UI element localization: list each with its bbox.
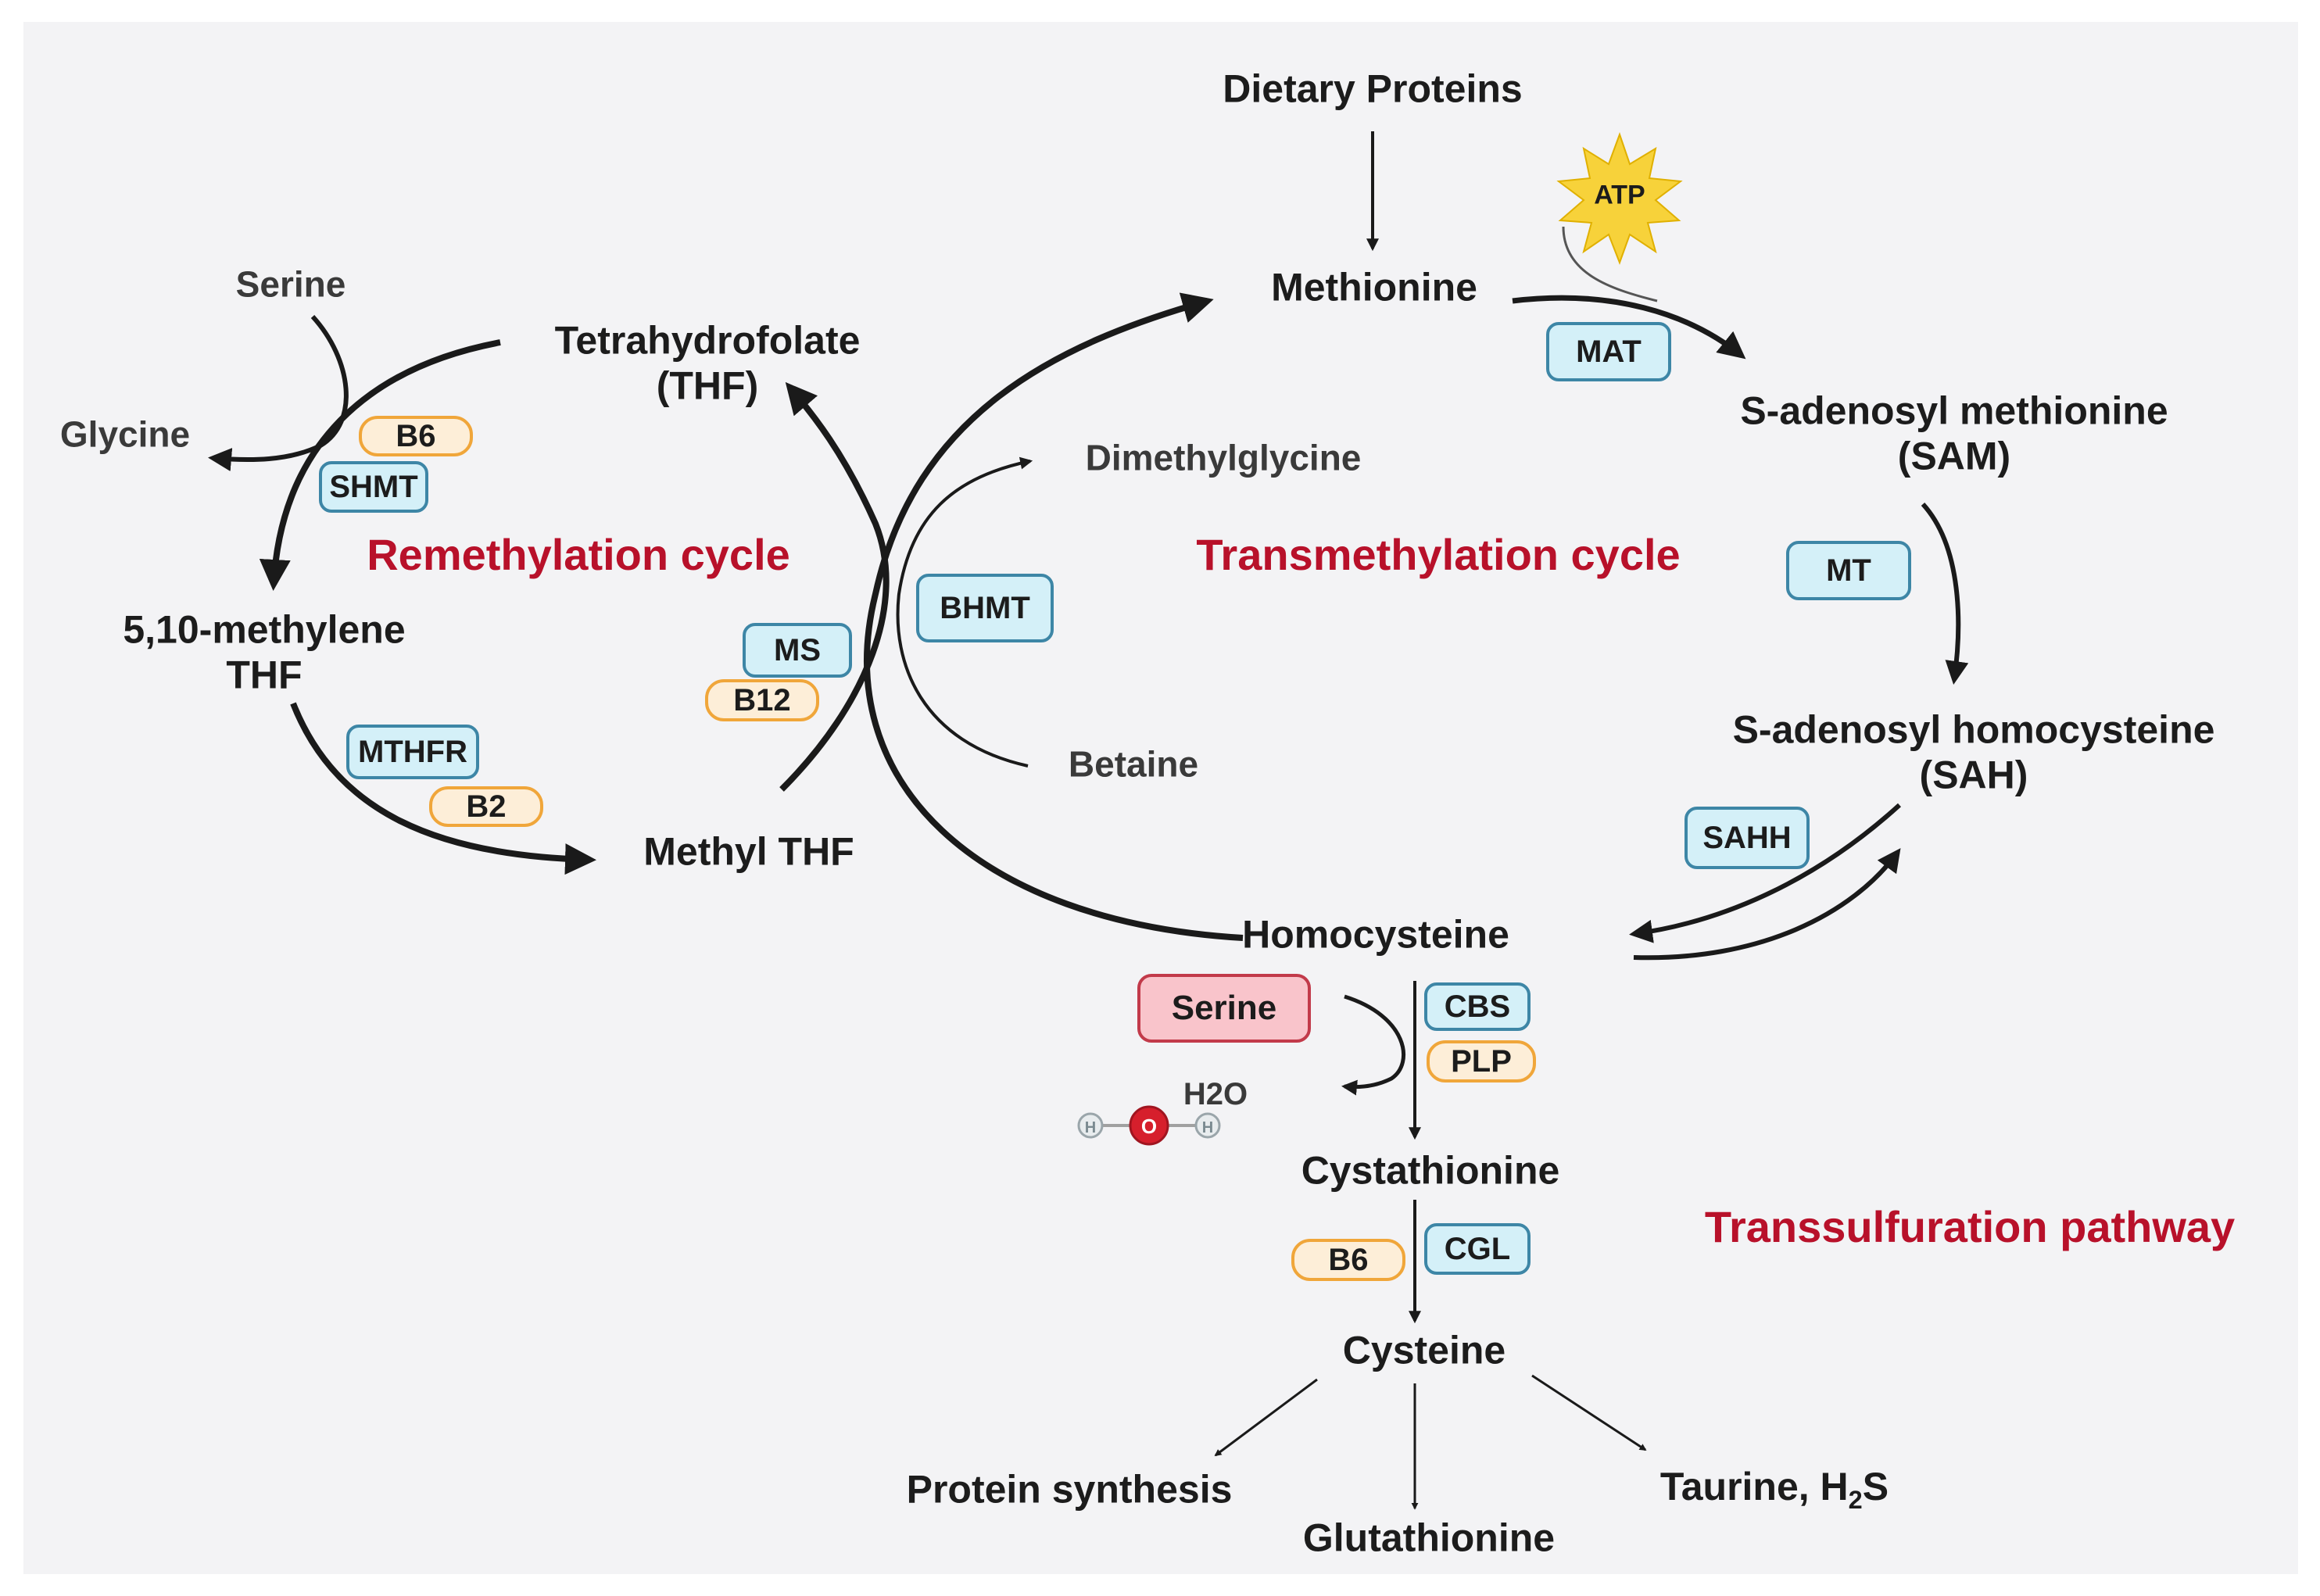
label-dietary-proteins: Dietary Proteins [1223,66,1523,111]
arrow-serine-to-h2o [1341,994,1405,1096]
enzyme-mt: MT [1786,541,1911,600]
svg-text:H: H [1085,1119,1096,1136]
enzyme-cbs: CBS [1424,982,1531,1031]
arrow-homocysteine-to-sah [1633,848,1901,961]
arrow-homocysteine-to-methionine [864,292,1244,941]
enzyme-mat: MAT [1546,322,1671,381]
enzyme-sahh: SAHH [1685,807,1810,869]
label-methyl-thf: Methyl THF [643,829,854,874]
arrow-sam-to-sah [1921,502,1969,685]
arrow-methionine-to-sam [1512,295,1746,360]
label-methionine: Methionine [1271,265,1477,310]
title-transmethylation-cycle: Transmethylation cycle [1196,529,1681,579]
label-sam: S-adenosyl methionine (SAM) [1740,388,2168,478]
arrow-methylthf-to-thf [779,381,890,792]
label-taurine-text: Taurine, H [1659,1464,1849,1508]
title-transsulfuration-pathway: Transsulfuration pathway [1704,1201,2236,1251]
label-taurine-subscript: 2 [1848,1485,1863,1514]
label-h2o: H2O [1183,1077,1248,1111]
arrow-serine-to-glycine [208,314,349,471]
cofactor-plp: PLP [1427,1040,1536,1082]
arrow-cysteine-to-protein-synthesis [1214,1378,1318,1457]
atp-star-icon [1556,132,1683,265]
enzyme-ms: MS [743,623,852,678]
title-remethylation-cycle: Remethylation cycle [367,529,790,579]
label-cysteine: Cysteine [1342,1328,1506,1372]
substrate-serine-box: Serine [1137,974,1311,1043]
label-betaine: Betaine [1068,743,1199,785]
diagram-panel [23,22,2298,1574]
label-taurine-tail: S [1862,1464,1889,1508]
label-thf: Tetrahydrofolate (THF) [554,318,861,408]
water-molecule-icon: O H H [1077,1105,1221,1146]
enzyme-mthfr: MTHFR [346,725,479,779]
label-protein-synthesis: Protein synthesis [906,1467,1233,1512]
svg-text:O: O [1141,1115,1157,1138]
cofactor-b12: B12 [705,679,819,721]
cofactor-b6-bottom: B6 [1291,1239,1405,1281]
label-sah: S-adenosyl homocysteine (SAH) [1732,707,2215,797]
label-homocysteine: Homocysteine [1242,912,1509,957]
label-glutathionine: Glutathionine [1302,1515,1556,1560]
enzyme-cgl: CGL [1424,1223,1531,1275]
cofactor-b2: B2 [429,786,543,827]
label-dimethylglycine: Dimethylglycine [1085,437,1362,478]
cofactor-b6-top: B6 [359,416,473,456]
label-cystathionine: Cystathionine [1301,1148,1560,1193]
arrow-methylene-to-methylthf [290,702,596,875]
arrow-cysteine-to-taurine [1531,1374,1647,1451]
enzyme-bhmt: BHMT [916,574,1054,642]
label-taurine: Taurine, H2S [1660,1465,1889,1515]
enzyme-shmt: SHMT [319,461,428,513]
label-serine-top: Serine [235,263,346,305]
svg-text:H: H [1202,1119,1213,1136]
arrow-betaine-to-dimethylglycine [896,456,1033,768]
label-glycine: Glycine [59,413,191,455]
label-methylene-thf: 5,10-methylene THF [123,607,406,697]
arrow-atp-feed [1562,226,1658,302]
label-atp: ATP [1594,180,1645,210]
arrow-sah-to-homocysteine [1629,803,1902,943]
